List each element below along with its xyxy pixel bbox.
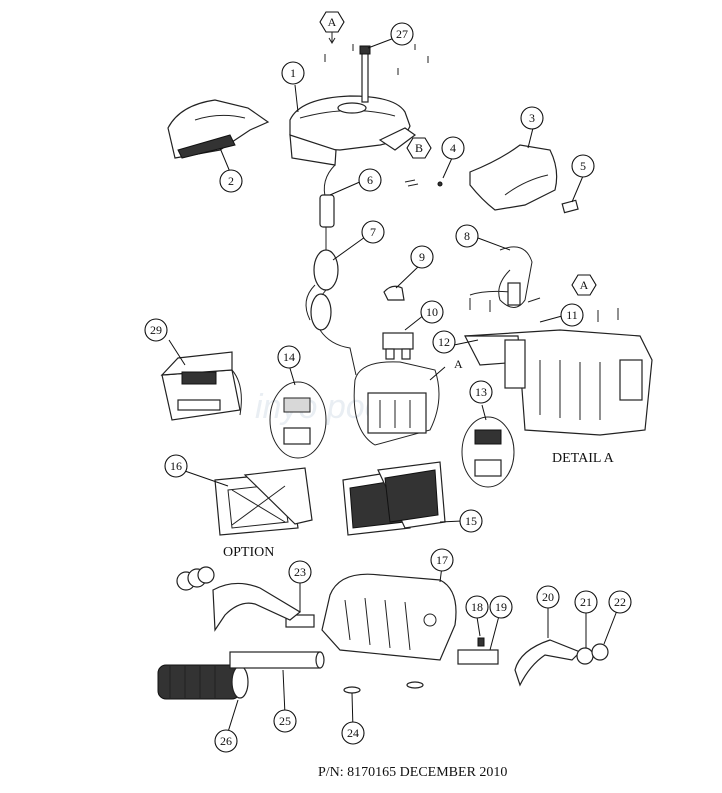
part-14-foam [269, 381, 327, 459]
svg-text:4: 4 [450, 141, 456, 155]
callout-7: 7 [361, 220, 385, 244]
svg-text:6: 6 [367, 173, 373, 187]
svg-text:12: 12 [438, 335, 450, 349]
callout-11: 11 [560, 303, 584, 327]
detail-a-loop [353, 361, 440, 446]
svg-text:B: B [415, 141, 423, 155]
svg-text:27: 27 [396, 27, 408, 41]
callout-5: 5 [571, 154, 595, 178]
detail-marker: A [454, 357, 463, 371]
svg-text:A: A [580, 278, 589, 292]
part-24b-washer [406, 681, 424, 689]
svg-text:1: 1 [290, 66, 296, 80]
part-18-clip [477, 637, 485, 647]
part-25-roller [229, 651, 325, 669]
svg-text:A: A [328, 15, 337, 29]
svg-text:7: 7 [370, 225, 376, 239]
svg-text:2: 2 [228, 174, 234, 188]
left-track [176, 566, 302, 632]
callout-1: 1 [281, 61, 305, 85]
callout-26: 26 [214, 729, 238, 753]
callout-22: 22 [608, 590, 632, 614]
callout-9: 9 [410, 245, 434, 269]
part-4-pin [437, 181, 443, 187]
callout-24: 24 [341, 721, 365, 745]
callout-2: 2 [219, 169, 243, 193]
part-16-filter-panels [214, 467, 313, 536]
svg-text:14: 14 [283, 350, 295, 364]
svg-text:23: 23 [294, 565, 306, 579]
svg-text:17: 17 [436, 553, 448, 567]
callout-6: 6 [358, 168, 382, 192]
callout-21: 21 [574, 590, 598, 614]
callout-25: 25 [273, 709, 297, 733]
svg-text:10: 10 [426, 305, 438, 319]
screws-detail [469, 297, 619, 322]
option-caption: OPTION [223, 545, 274, 560]
svg-text:18: 18 [471, 600, 483, 614]
svg-text:5: 5 [580, 159, 586, 173]
callout-20: 20 [536, 585, 560, 609]
callout-15: 15 [459, 509, 483, 533]
part-15-filter-panels [342, 461, 446, 536]
svg-text:19: 19 [495, 600, 507, 614]
svg-text:13: 13 [475, 385, 487, 399]
part-17-chassis [321, 573, 457, 661]
svg-text:9: 9 [419, 250, 425, 264]
callout-8: 8 [455, 224, 479, 248]
callout-3: 3 [520, 106, 544, 130]
callout-13: 13 [469, 380, 493, 404]
footer-part-number: P/N: 8170165 DECEMBER 2010 [318, 765, 507, 780]
callout-18: 18 [465, 595, 489, 619]
screws-b [404, 179, 419, 187]
part-6-7-cable [305, 164, 357, 376]
right-track [514, 639, 609, 687]
svg-text:8: 8 [464, 229, 470, 243]
svg-text:21: 21 [580, 595, 592, 609]
part-12-motor-unit [464, 329, 653, 436]
svg-text:26: 26 [220, 734, 232, 748]
leader-lines [168, 36, 619, 733]
svg-text:20: 20 [542, 590, 554, 604]
part-24-washer [343, 686, 361, 694]
part-8-cable [469, 246, 533, 308]
svg-text:29: 29 [150, 323, 162, 337]
part-3-cover-plate [469, 144, 558, 211]
part-10-block [382, 332, 414, 360]
hex-label-b: B [406, 137, 432, 159]
part-26-brush [157, 664, 249, 700]
callout-14: 14 [277, 345, 301, 369]
svg-text:11: 11 [566, 308, 578, 322]
callout-17: 17 [430, 548, 454, 572]
part-9-clip [383, 285, 405, 301]
svg-text:3: 3 [529, 111, 535, 125]
svg-text:15: 15 [465, 514, 477, 528]
callout-29: 29 [144, 318, 168, 342]
hex-label-a-top: A [319, 11, 345, 44]
callout-27: 27 [390, 22, 414, 46]
part-13-foam [461, 416, 515, 488]
part-27-stem [359, 45, 371, 103]
callout-4: 4 [441, 136, 465, 160]
callout-19: 19 [489, 595, 513, 619]
callout-10: 10 [420, 300, 444, 324]
part-2-side-panel [167, 99, 270, 159]
svg-text:16: 16 [170, 459, 182, 473]
screws-top [324, 44, 429, 75]
svg-text:24: 24 [347, 726, 359, 740]
part-19-bracket [457, 649, 499, 665]
part-1-cover [289, 95, 417, 166]
detail-caption: DETAIL A [552, 451, 615, 466]
callout-23: 23 [288, 560, 312, 584]
svg-text:25: 25 [279, 714, 291, 728]
part-5-clip [561, 199, 579, 214]
callout-16: 16 [164, 454, 188, 478]
svg-text:22: 22 [614, 595, 626, 609]
hex-label-a-detail: A [571, 274, 597, 296]
callout-12: 12 [432, 330, 456, 354]
part-29-power-supply [160, 351, 242, 421]
